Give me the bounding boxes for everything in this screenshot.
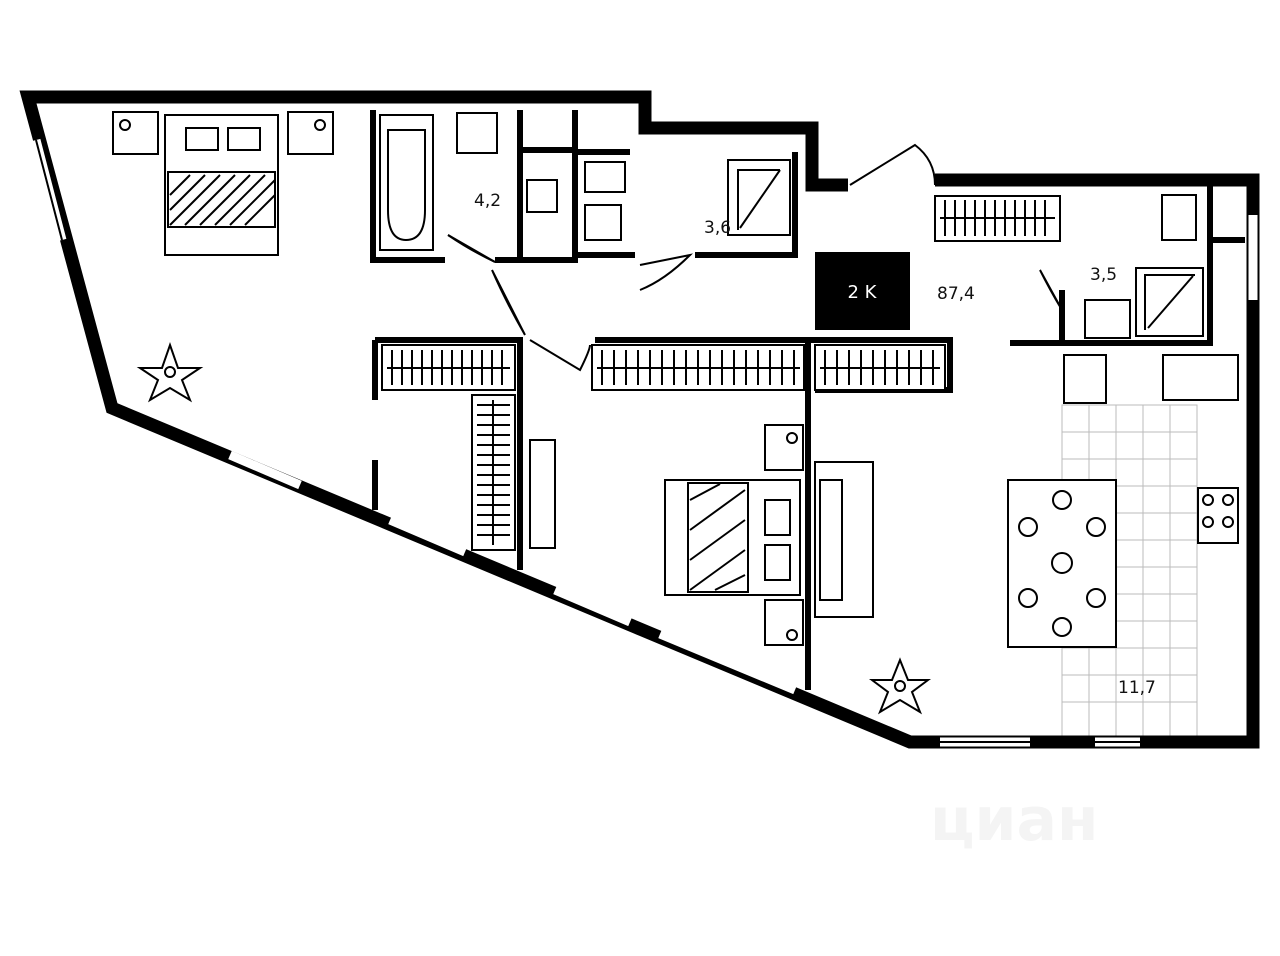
area-kitchen: 11,7 <box>1118 678 1156 698</box>
area-bathroom-2: 3,6 <box>704 218 731 238</box>
area-bathroom-3: 3,5 <box>1090 265 1117 285</box>
kitchen-fixtures <box>1007 354 1239 648</box>
bathtub <box>379 112 791 251</box>
watermark: циан <box>930 785 1098 855</box>
area-bathroom-1: 4,2 <box>474 191 501 211</box>
window-frames <box>35 139 1140 743</box>
interior-walls <box>370 110 1245 690</box>
rooms-label: 2 K <box>848 282 878 303</box>
bathroom-3-fixtures <box>1084 194 1204 339</box>
plant-icon <box>136 341 204 403</box>
rooms-badge <box>815 252 910 330</box>
outer-wall <box>19 90 1260 749</box>
wardrobes <box>381 195 1061 551</box>
bed-1 <box>112 111 334 256</box>
total-area: 87,4 <box>937 284 975 304</box>
bed-2 <box>529 424 874 646</box>
doors <box>447 143 1063 372</box>
plant-icon <box>869 657 931 715</box>
